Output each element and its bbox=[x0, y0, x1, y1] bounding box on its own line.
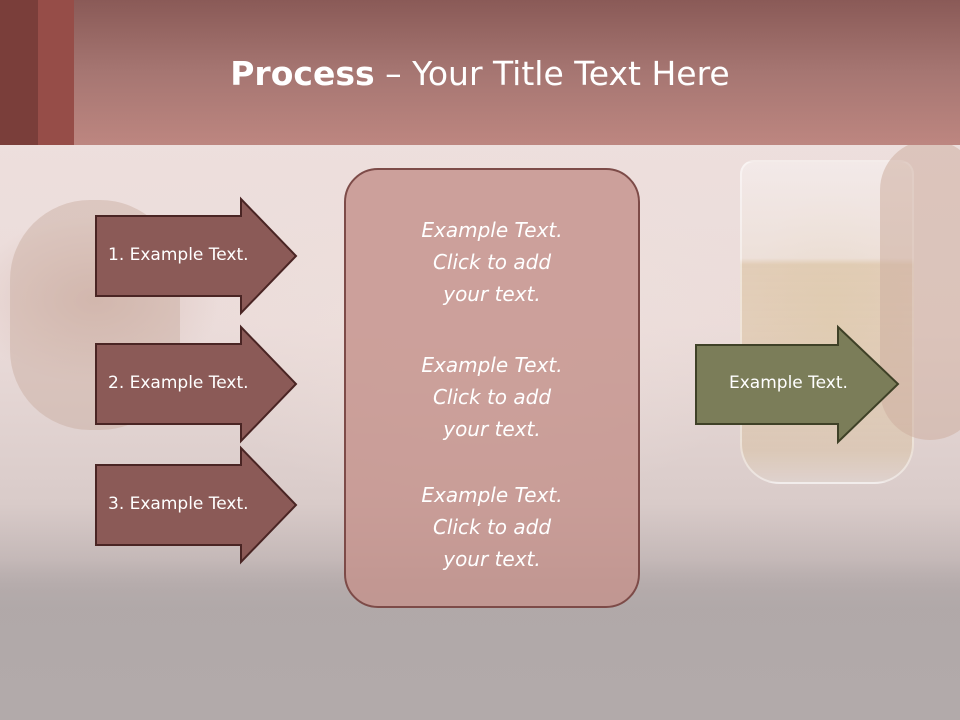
arrow-shape-2 bbox=[95, 324, 298, 444]
result-arrow[interactable]: Example Text. bbox=[695, 324, 900, 445]
center-text-3-line2: Click to add bbox=[432, 515, 552, 539]
process-arrow-3[interactable]: 3. Example Text. bbox=[95, 445, 298, 565]
arrow-shape-3 bbox=[95, 445, 298, 565]
center-text-2-line2: Click to add bbox=[432, 385, 552, 409]
slide-title-rest: – Your Title Text Here bbox=[374, 54, 730, 93]
arrow-shape-1 bbox=[95, 196, 298, 316]
process-arrow-1-label: 1. Example Text. bbox=[108, 245, 249, 265]
center-text-2-line3: your text. bbox=[443, 417, 541, 441]
background-hand-right bbox=[880, 140, 960, 440]
center-text-3-line3: your text. bbox=[443, 547, 541, 571]
slide-title[interactable]: Process – Your Title Text Here bbox=[0, 48, 960, 100]
center-text-1-line3: your text. bbox=[443, 282, 541, 306]
result-arrow-label: Example Text. bbox=[729, 373, 848, 393]
process-arrow-2[interactable]: 2. Example Text. bbox=[95, 324, 298, 444]
slide-title-bold: Process bbox=[230, 54, 375, 93]
center-text-1-line1: Example Text. bbox=[421, 218, 563, 242]
process-arrow-2-label: 2. Example Text. bbox=[108, 373, 249, 393]
process-arrow-1[interactable]: 1. Example Text. bbox=[95, 196, 298, 316]
title-bar-accent-stripe bbox=[0, 0, 38, 145]
center-text-2-line1: Example Text. bbox=[421, 353, 563, 377]
process-arrow-3-label: 3. Example Text. bbox=[108, 494, 249, 514]
title-bar-accent-stripe-2 bbox=[38, 0, 74, 145]
center-text-1-line2: Click to add bbox=[432, 250, 552, 274]
center-text-block-2: Example Text. Click to add your text. bbox=[346, 349, 638, 445]
center-text-block-3: Example Text. Click to add your text. bbox=[346, 479, 638, 575]
center-text-block-1: Example Text. Click to add your text. bbox=[346, 214, 638, 310]
title-bar: Process – Your Title Text Here bbox=[0, 0, 960, 145]
center-text-3-line1: Example Text. bbox=[421, 483, 563, 507]
center-text-box[interactable]: Example Text. Click to add your text. Ex… bbox=[344, 168, 640, 608]
result-arrow-shape bbox=[695, 324, 900, 445]
